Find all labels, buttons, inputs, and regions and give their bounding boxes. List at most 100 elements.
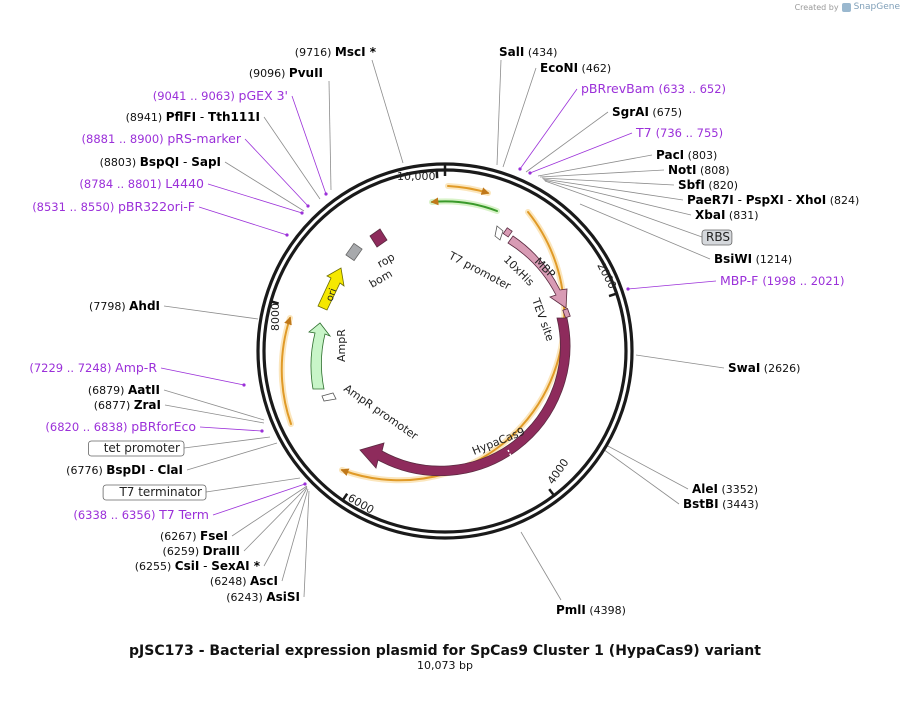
site-csii: (6255) CsiI - SexAI * [135, 559, 261, 573]
site-sgrai: SgrAI (675) [612, 105, 682, 119]
tick-4000 [548, 488, 556, 497]
leader-ahdi [163, 305, 259, 320]
leader-t7-terminator [205, 477, 301, 493]
site-label-asisi: (6243) AsiSI [226, 590, 300, 604]
leader-pgex-3 [291, 95, 327, 195]
site-label-xbai: XbaI (831) [695, 208, 758, 222]
site-label-tet-promoter: tet promoter [104, 441, 180, 455]
site-noti: NotI (808) [668, 163, 730, 177]
site-t7-term: (6338 .. 6356) T7 Term [73, 507, 209, 522]
site-bsiwi: BsiWI (1214) [714, 252, 792, 266]
site-t7: T7 (736 .. 755) [635, 125, 723, 140]
site-bspdi: (6776) BspDI - ClaI [66, 463, 183, 477]
site-label-bstbi: BstBI (3443) [683, 497, 759, 511]
site-pmli: PmlI (4398) [556, 603, 626, 617]
site-label-msci: (9716) MscI * [295, 45, 377, 59]
site-amp-r: (7229 .. 7248) Amp-R [29, 360, 157, 375]
site-label-zrai: (6877) ZraI [94, 398, 161, 412]
label-ampr: AmpR [335, 329, 348, 362]
leader-bsiwi [579, 203, 711, 260]
site-label-paer7i: PaeR7I - PspXI - XhoI (824) [687, 193, 859, 207]
site-pflfi: (8941) PflFI - Tth111I [126, 110, 260, 124]
site-label-pflfi: (8941) PflFI - Tth111I [126, 110, 260, 124]
site-econi: EcoNI (462) [540, 61, 611, 75]
tick-label-10000: 10,000 [397, 170, 436, 183]
site-label-pgex-3: (9041 .. 9063) pGEX 3' [153, 88, 288, 103]
feature-ori [317, 267, 345, 311]
leader-sbfi [541, 177, 675, 186]
site-label-bsiwi: BsiWI (1214) [714, 252, 792, 266]
site-msci: (9716) MscI * [295, 45, 377, 59]
site-swai: SwaI (2626) [728, 361, 800, 375]
leader-xbai [543, 179, 692, 216]
feature-ampr [308, 322, 332, 390]
leader-sgrai [525, 111, 609, 173]
snapgene-logo-icon [841, 2, 851, 12]
primer-leader-lines [160, 88, 717, 516]
site-zrai: (6877) ZraI [94, 398, 161, 412]
site-asisi: (6243) AsiSI [226, 590, 300, 604]
plasmid-length: 10,073 bp [417, 659, 473, 672]
site-label-pbr322ori-f: (8531 .. 8550) pBR322ori-F [32, 199, 195, 214]
site-label-csii: (6255) CsiI - SexAI * [135, 559, 261, 573]
site-label-fsei: (6267) FseI [160, 529, 228, 543]
site-pbrrevbam: pBRrevBam (633 .. 652) [581, 81, 726, 96]
site-pbrforeco: (6820 .. 6838) pBRforEco [45, 419, 196, 434]
leader-asci [281, 488, 309, 582]
feature-hypacas9 [359, 317, 571, 477]
site-ahdi: (7798) AhdI [89, 299, 160, 313]
site-label-pbrrevbam: pBRrevBam (633 .. 652) [581, 81, 726, 96]
site-label-draiii: (6259) DraIII [163, 544, 240, 558]
leader-aatii [163, 389, 265, 421]
leader-prs-marker [244, 138, 309, 207]
leader-mbp-f [627, 280, 717, 290]
leader-sali [496, 59, 502, 166]
site-label-noti: NotI (808) [668, 163, 730, 177]
bp-ticks [270, 164, 618, 501]
leader-paer7i [542, 178, 684, 201]
leader-pflfi [263, 116, 321, 200]
leader-pbrrevbam [519, 88, 578, 170]
leader-lines [163, 59, 725, 601]
site-label-mbp-f: MBP-F (1998 .. 2021) [720, 273, 844, 288]
leader-t7 [529, 132, 633, 174]
feature-bom [345, 242, 363, 262]
site-pgex-3: (9041 .. 9063) pGEX 3' [153, 88, 288, 103]
label-tev-site: TEV site [529, 296, 557, 343]
leader-alei [605, 444, 689, 490]
leader-msci [371, 59, 404, 164]
site-fsei: (6267) FseI [160, 529, 228, 543]
site-label-sgrai: SgrAI (675) [612, 105, 682, 119]
site-t7-terminator: T7 terminator [102, 484, 207, 501]
feature-tev-site [562, 308, 571, 319]
site-paci: PacI (803) [656, 148, 717, 162]
site-label-asci: (6248) AscI [210, 574, 278, 588]
site-label-econi: EcoNI (462) [540, 61, 611, 75]
site-rbs: RBS [701, 229, 733, 246]
leader-pbrforeco [199, 426, 263, 432]
leader-bspdi [186, 442, 278, 471]
site-label-l4440: (8784 .. 8801) L4440 [79, 176, 204, 191]
site-alei: AleI (3352) [692, 482, 758, 496]
leader-econi [502, 67, 537, 168]
site-label-amp-r: (7229 .. 7248) Amp-R [29, 360, 157, 375]
site-bstbi: BstBI (3443) [683, 497, 759, 511]
label-t7-promoter: T7 promoter [446, 249, 514, 293]
site-pbr322ori-f: (8531 .. 8550) pBR322ori-F [32, 199, 195, 214]
site-label-bspqi: (8803) BspQI - SapI [100, 155, 221, 169]
feature-mbp [507, 235, 568, 309]
leader-bspqi [224, 161, 305, 212]
site-label-ahdi: (7798) AhdI [89, 299, 160, 313]
label-ori: ori [324, 287, 339, 303]
credit-brand: SnapGene [853, 2, 900, 12]
leader-t7-term [212, 483, 306, 516]
tick-6000 [341, 492, 349, 501]
feature-rop [369, 228, 388, 248]
tick-label-8000: 8000 [269, 303, 282, 331]
leader-fsei [231, 485, 308, 537]
snapgene-credit: Created by SnapGene [795, 2, 900, 12]
leader-paci [537, 154, 653, 177]
leader-l4440 [207, 183, 303, 214]
site-mbp-f: MBP-F (1998 .. 2021) [720, 273, 844, 288]
